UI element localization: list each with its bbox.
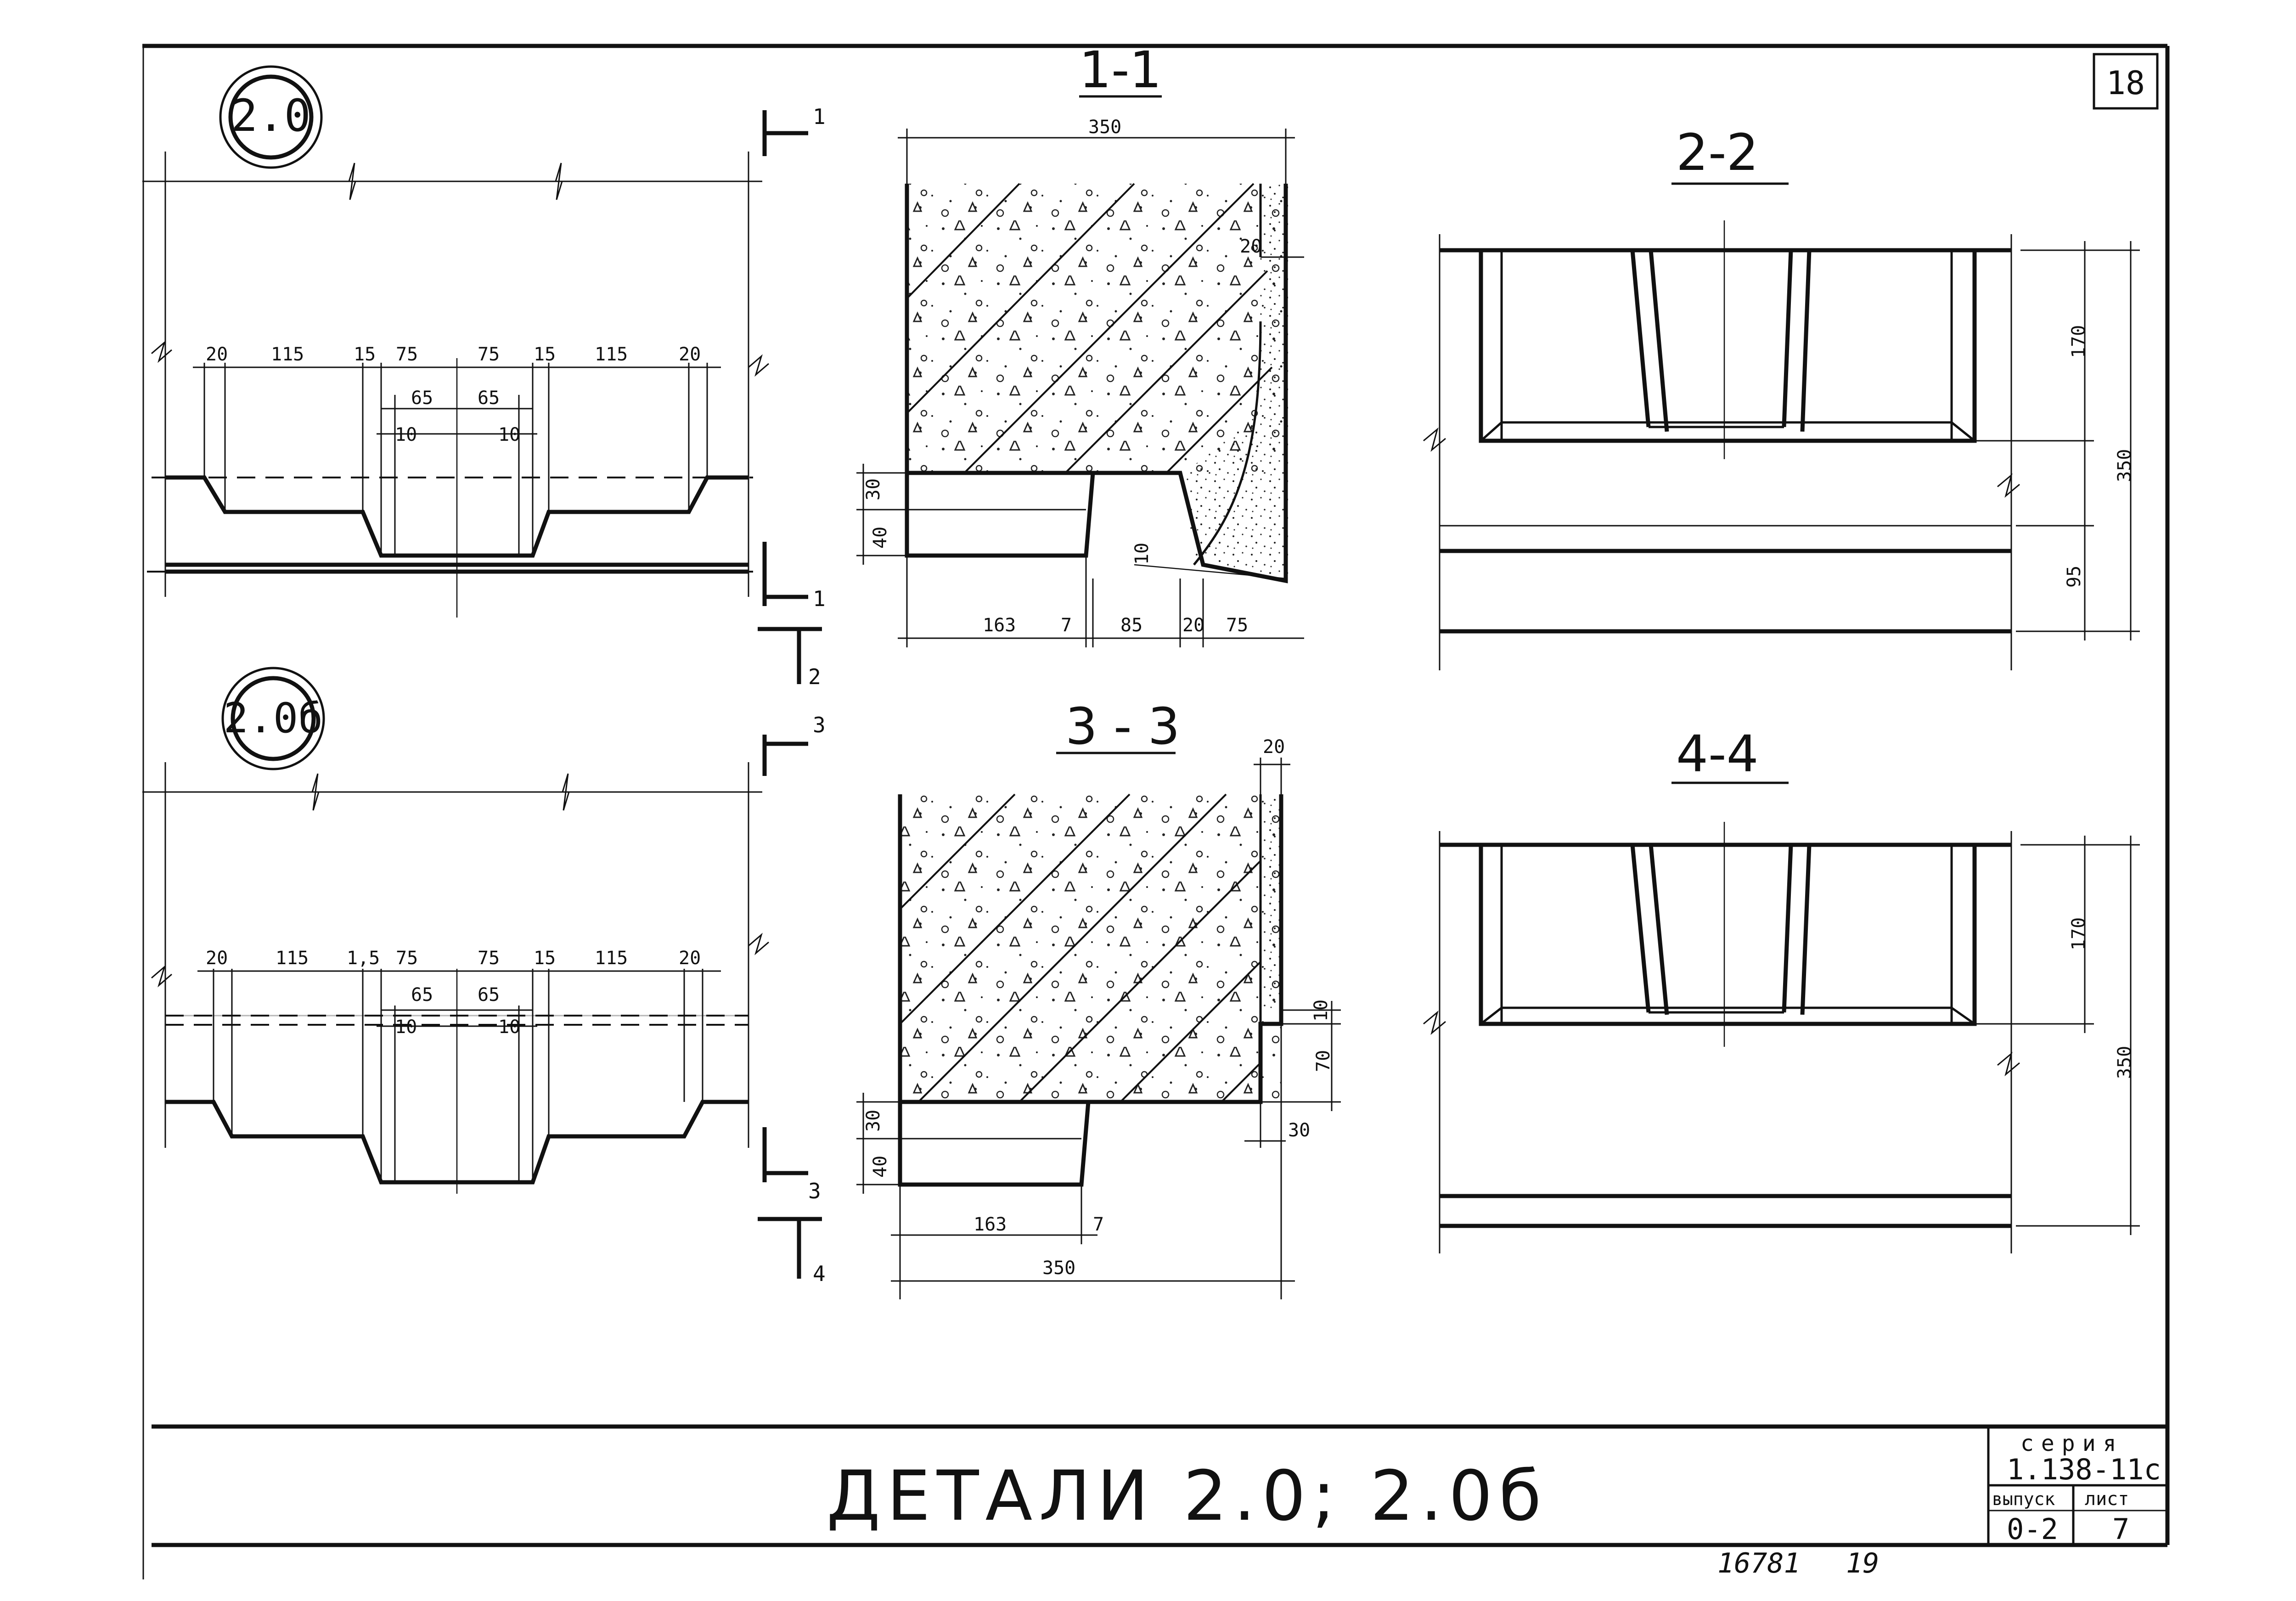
sheet-number: 18 (2106, 64, 2145, 102)
dim-label: 115 (276, 948, 309, 969)
dim-label: 350 (1042, 1258, 1075, 1279)
dim-label: 20 (679, 948, 701, 969)
section-mark-3 (758, 735, 822, 1279)
dim-label: 20 (1182, 615, 1204, 636)
archive-number: 16781 (1717, 1547, 1801, 1579)
dim-label: 30 (863, 478, 884, 500)
section-4-4-drawing (1423, 822, 2140, 1253)
dim-label: 15 (534, 344, 556, 365)
section-1-1-drawing (856, 129, 1304, 647)
dim-label: 350 (1088, 117, 1121, 138)
section-mark-label: 1 (813, 586, 826, 611)
section-3-3-label: 3 - 3 (1065, 697, 1180, 756)
series-label: серия (2020, 1431, 2124, 1456)
detail-2-0-dims: 20 115 15 75 75 15 115 20 65 65 10 10 (206, 344, 701, 445)
title-block (1987, 1427, 2167, 1545)
dim-label: 30 (1288, 1120, 1310, 1141)
series-value: 1.138-11с (2007, 1453, 2161, 1486)
section-mark-label: 3 (813, 713, 826, 737)
issue-label: выпуск (1992, 1489, 2055, 1509)
dim-label: 10 (1131, 543, 1153, 565)
dim-label: 65 (411, 984, 433, 1006)
section-mark-label: 3 (808, 1179, 821, 1203)
section-mark-label: 4 (813, 1261, 826, 1286)
section-2-2-label: 2-2 (1676, 123, 1759, 182)
dim-label: 65 (478, 388, 500, 409)
dim-label: 20 (679, 344, 701, 365)
dim-label: 163 (983, 615, 1016, 636)
dim-label: 10 (395, 424, 417, 445)
sheet-label: лист (2085, 1489, 2129, 1510)
dim-label: 10 (1311, 1000, 1332, 1022)
dim-label: 7 (1061, 615, 1072, 636)
dim-label: 85 (1120, 615, 1142, 636)
dim-label: 20 (1263, 736, 1285, 758)
dim-label: 75 (478, 344, 500, 365)
dim-label: 10 (395, 1017, 417, 1038)
dim-label: 350 (2114, 1046, 2135, 1079)
detail-2-0b-label: 2.0б (224, 694, 323, 742)
issue-value: 0-2 (2007, 1512, 2058, 1546)
dim-label: 350 (2114, 449, 2135, 482)
section-4-4-label: 4-4 (1676, 725, 1759, 783)
dim-label: 20 (206, 948, 228, 969)
dim-label: 75 (396, 948, 418, 969)
section-2-2-dims: 170 350 95 (2064, 325, 2135, 588)
section-1-1-dims: 350 20 40 30 163 7 85 20 75 10 (863, 117, 1262, 636)
sheet-frame (142, 44, 2170, 1579)
dim-label: 170 (2068, 917, 2089, 950)
dim-label: 75 (1226, 615, 1248, 636)
section-2-2-drawing (1423, 220, 2140, 670)
detail-2-0-label: 2.0 (231, 90, 310, 141)
section-4-4-dims: 170 350 (2068, 917, 2135, 1079)
detail-2-0-marker (219, 65, 323, 169)
dim-label: 15 (534, 948, 556, 969)
dim-label: 40 (870, 527, 891, 549)
section-1-1-label: 1-1 (1079, 40, 1162, 99)
detail-2-0b-marker (221, 667, 325, 770)
section-mark-label: 2 (808, 664, 821, 689)
section-mark-label: 1 (813, 104, 826, 129)
dim-label: 115 (595, 344, 628, 365)
dim-label: 65 (478, 984, 500, 1006)
archive-page: 19 (1846, 1547, 1879, 1579)
dim-label: 70 (1313, 1050, 1334, 1072)
section-mark-1 (758, 110, 822, 684)
sheet-title: ДЕТАЛИ 2.0; 2.0б (827, 1456, 1548, 1536)
section-3-3-dims: 20 10 70 30 40 30 163 7 350 (863, 736, 1334, 1279)
dim-label: 115 (271, 344, 304, 365)
dim-label: 115 (595, 948, 628, 969)
dim-label: 15 (354, 344, 376, 365)
dim-label: 163 (974, 1214, 1007, 1235)
dim-label: 10 (498, 424, 520, 445)
detail-2-0b-drawing (142, 762, 769, 1194)
dim-label: 65 (411, 388, 433, 409)
dim-label: 7 (1093, 1214, 1104, 1235)
dim-label: 95 (2064, 566, 2085, 588)
dim-label: 75 (478, 948, 500, 969)
dim-label: 30 (863, 1110, 884, 1132)
dim-label: 40 (870, 1156, 891, 1178)
section-3-3-drawing (856, 758, 1341, 1299)
dim-label: 170 (2068, 325, 2089, 358)
detail-2-0b-dims: 20 115 1,5 75 75 15 115 20 65 65 10 10 (206, 948, 701, 1038)
dim-label: 20 (1240, 236, 1262, 257)
sheet-value: 7 (2112, 1512, 2129, 1546)
detail-2-0-drawing (142, 152, 769, 618)
dim-label: 75 (396, 344, 418, 365)
dim-label: 10 (498, 1017, 520, 1038)
dim-label: 20 (206, 344, 228, 365)
dim-label: 1,5 (347, 948, 380, 969)
